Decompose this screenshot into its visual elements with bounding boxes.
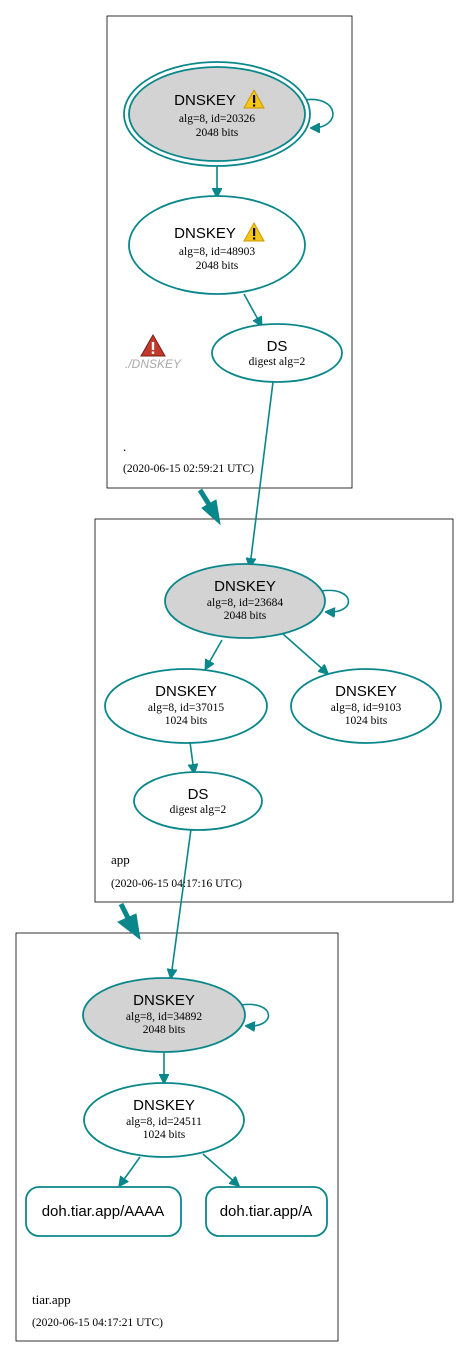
node-title: DNSKEY: [335, 683, 397, 700]
zone-root-name: .: [123, 439, 126, 454]
warning-icon: [243, 88, 265, 109]
edge-root-ksk-self: [303, 98, 334, 128]
node-root-zsk[interactable]: DNSKEY alg=8, id=48903 2048 bits: [128, 195, 306, 295]
node-app-ksk[interactable]: DNSKEY alg=8, id=23684 2048 bits: [164, 563, 326, 639]
zone-app-timestamp: (2020-06-15 04:17:16 UTC): [111, 878, 242, 890]
error-label: ./DNSKEY: [125, 357, 182, 371]
node-tiar-zsk[interactable]: DNSKEY alg=8, id=24511 1024 bits: [83, 1082, 245, 1158]
edge-app-ds-tiar-ksk: [171, 828, 192, 977]
node-size: 2048 bits: [196, 260, 239, 272]
node-detail: alg=8, id=24511: [126, 1116, 202, 1128]
rrset-label: doh.tiar.app/A: [220, 1203, 313, 1220]
zone-tiar-name: tiar.app: [32, 1292, 71, 1307]
delegation-arrow-app-tiar: [117, 902, 141, 941]
error-icon: [140, 333, 166, 357]
node-size: 1024 bits: [165, 715, 208, 727]
node-detail: alg=8, id=34892: [126, 1011, 202, 1023]
node-tiar-ksk[interactable]: DNSKEY alg=8, id=34892 2048 bits: [82, 977, 246, 1053]
warning-icon: [243, 221, 265, 242]
node-detail: digest alg=2: [170, 804, 227, 816]
node-title: DS: [267, 338, 288, 355]
node-root-ksk[interactable]: DNSKEY alg=8, id=20326 2048 bits: [123, 61, 311, 167]
node-app-zsk-9103[interactable]: DNSKEY alg=8, id=9103 1024 bits: [290, 668, 442, 744]
zone-root-box: [106, 15, 353, 489]
edge-tiar-ksk-self: [240, 1003, 270, 1026]
node-root-ds[interactable]: DS digest alg=2: [211, 323, 343, 383]
zone-app-name: app: [111, 852, 130, 867]
edge-root-zsk-ds: [243, 293, 261, 325]
node-title: DNSKEY: [155, 683, 217, 700]
edge-app-zsk1-ds: [190, 741, 194, 772]
node-detail: alg=8, id=23684: [207, 597, 283, 609]
zone-app-box: [94, 518, 454, 903]
node-size: 2048 bits: [224, 610, 267, 622]
node-detail: alg=8, id=20326: [179, 113, 255, 125]
node-detail: alg=8, id=48903: [179, 246, 255, 258]
node-detail: alg=8, id=9103: [331, 702, 402, 714]
node-size: 2048 bits: [143, 1024, 186, 1036]
zone-root-timestamp: (2020-06-15 02:59:21 UTC): [123, 463, 254, 475]
node-size: 1024 bits: [143, 1129, 186, 1141]
node-size: 1024 bits: [345, 715, 388, 727]
edge-tiar-zsk-a: [202, 1153, 238, 1185]
node-title: DNSKEY: [174, 92, 236, 109]
edge-app-ksk-zsk1: [206, 639, 223, 668]
node-title: DS: [188, 786, 209, 803]
node-title: DNSKEY: [133, 1097, 195, 1114]
node-app-ds[interactable]: DS digest alg=2: [133, 771, 263, 831]
delegation-arrow-root-app: [197, 488, 221, 526]
node-size: 2048 bits: [196, 127, 239, 139]
zone-tiar-timestamp: (2020-06-15 04:17:21 UTC): [32, 1317, 163, 1329]
node-title: DNSKEY: [133, 992, 195, 1009]
node-detail: alg=8, id=37015: [148, 702, 224, 714]
root-dnskey-error[interactable]: ./DNSKEY: [125, 333, 182, 371]
edge-app-ksk-self: [320, 589, 350, 612]
node-title: DNSKEY: [174, 225, 236, 242]
rrset-doh-tiar-app-a[interactable]: doh.tiar.app/A: [205, 1186, 328, 1237]
node-app-zsk-37015[interactable]: DNSKEY alg=8, id=37015 1024 bits: [104, 668, 268, 744]
edge-root-ds-app-ksk: [250, 381, 274, 566]
node-detail: digest alg=2: [249, 356, 306, 368]
rrset-label: doh.tiar.app/AAAA: [42, 1203, 165, 1220]
edge-app-ksk-zsk2: [282, 633, 327, 673]
node-title: DNSKEY: [214, 578, 276, 595]
rrset-doh-tiar-app-aaaa[interactable]: doh.tiar.app/AAAA: [25, 1186, 182, 1237]
edge-tiar-zsk-aaaa: [120, 1156, 141, 1185]
